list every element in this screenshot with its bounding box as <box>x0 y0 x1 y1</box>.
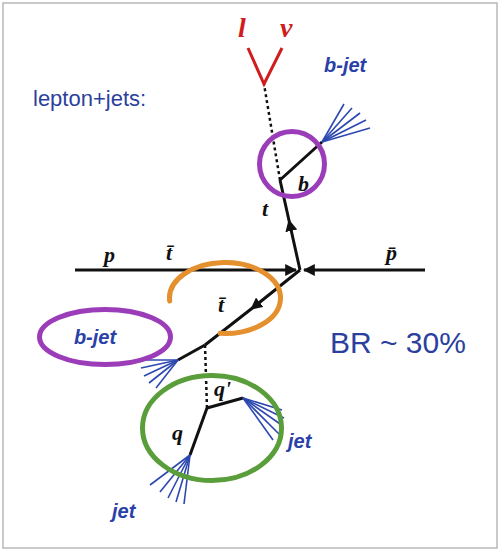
particle-text: q' <box>214 376 231 402</box>
particle-text: b <box>298 171 309 197</box>
jet-fan <box>322 104 370 142</box>
ellipse-shape <box>40 310 171 365</box>
antiproton-line <box>304 269 425 272</box>
particle-label: p <box>104 242 115 268</box>
lepton-symbol: l <box>238 12 246 44</box>
particle-text: q <box>172 420 183 446</box>
particle-text: t̄ <box>218 292 224 318</box>
jet-label: jet <box>288 430 311 453</box>
frame <box>3 3 497 548</box>
particle-label: t̄ <box>166 240 172 266</box>
branching-ratio: BR ~ 30% <box>330 326 466 360</box>
jet-label: jet <box>112 500 135 523</box>
particle-ellipse: t̄ <box>167 260 283 336</box>
ellipse-arc <box>170 263 281 334</box>
particle-text: b-jet <box>74 326 116 349</box>
ellipse-outline <box>167 260 283 336</box>
particle-label: p̄ <box>386 240 397 266</box>
particle-ellipse: b <box>257 129 327 199</box>
channel-title: lepton+jets: <box>33 86 146 112</box>
q-line <box>190 408 207 455</box>
particle-ellipse: b-jet <box>37 307 173 367</box>
ellipse-shape <box>143 376 282 481</box>
particle-label: t <box>262 196 268 222</box>
neutrino-symbol: ν <box>280 12 292 44</box>
jet-fan <box>243 398 284 440</box>
ellipse-outline <box>257 129 327 199</box>
w-boson-line <box>264 84 280 180</box>
jet-label: b-jet <box>324 54 366 77</box>
ellipse-shape <box>260 132 325 197</box>
ellipse-outline <box>140 373 284 483</box>
particle-ellipse: q q' <box>140 373 284 483</box>
lepton-neutrino-lines <box>248 48 282 84</box>
bbar-quark-line <box>178 345 205 360</box>
